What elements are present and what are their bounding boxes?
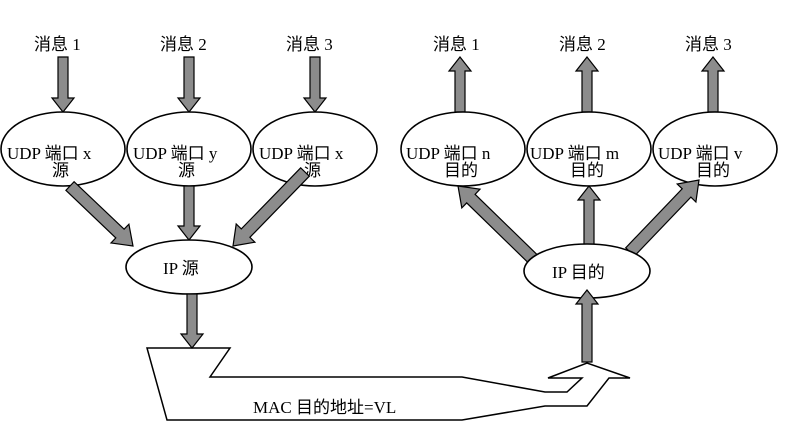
ip-dest-label: IP 目的 xyxy=(552,263,605,282)
dest-udp-port-1-line2: 目的 xyxy=(444,161,478,180)
dest-udp-port-3-line2: 目的 xyxy=(696,161,730,180)
dest-message-3-label: 消息 3 xyxy=(685,35,732,54)
source-udp-port-1-line2: 源 xyxy=(52,161,69,180)
source-down-arrow-icon-3 xyxy=(302,56,328,113)
source-message-3-label: 消息 3 xyxy=(286,35,333,54)
dest-up-arrow-icon-1 xyxy=(447,56,473,113)
source-converge-arrow-icon-2 xyxy=(176,185,202,241)
dest-message-2-label: 消息 2 xyxy=(559,35,606,54)
ip-to-mac-arrow-icon xyxy=(179,293,205,349)
source-udp-port-2-line1: UDP 端口 y xyxy=(133,144,218,163)
source-down-arrow-icon-1 xyxy=(50,56,76,113)
mac-virtual-link-shape xyxy=(146,347,631,421)
dest-up-arrow-icon-3 xyxy=(700,56,726,113)
dest-diverge-arrow-icon-1 xyxy=(457,185,540,266)
source-converge-arrow-icon-3 xyxy=(232,166,311,247)
ip-source-label: IP 源 xyxy=(163,259,199,278)
source-down-arrow-icon-2 xyxy=(176,56,202,113)
source-udp-port-2-line2: 源 xyxy=(178,161,195,180)
dest-up-arrow-icon-2 xyxy=(574,56,600,113)
ip-dest-node: IP 目的 xyxy=(523,243,651,299)
dest-udp-port-1: UDP 端口 n 目的 xyxy=(400,111,526,187)
dest-diverge-arrow-icon-3 xyxy=(624,179,700,258)
source-message-2-label: 消息 2 xyxy=(160,35,207,54)
source-udp-port-1: UDP 端口 x 源 xyxy=(0,111,126,187)
ip-source-node: IP 源 xyxy=(125,239,253,295)
dest-udp-port-1-line1: UDP 端口 n xyxy=(406,144,491,163)
source-udp-port-1-line1: UDP 端口 x xyxy=(7,144,92,163)
dest-udp-port-3: UDP 端口 v 目的 xyxy=(652,111,778,187)
dest-udp-port-3-line1: UDP 端口 v xyxy=(658,144,743,163)
source-udp-port-2: UDP 端口 y 源 xyxy=(126,111,252,187)
dest-udp-port-2-line1: UDP 端口 m xyxy=(530,144,619,163)
source-udp-port-3-line1: UDP 端口 x xyxy=(259,144,344,163)
dest-message-1-label: 消息 1 xyxy=(433,35,480,54)
source-udp-port-3: UDP 端口 x 源 xyxy=(252,111,378,187)
source-converge-arrow-icon-1 xyxy=(65,180,134,247)
mac-dest-address-label: MAC 目的地址=VL xyxy=(253,398,396,417)
mac-to-ip-arrow-icon xyxy=(574,289,600,363)
dest-udp-port-2-line2: 目的 xyxy=(570,161,604,180)
source-message-1-label: 消息 1 xyxy=(34,35,81,54)
dest-udp-port-2: UDP 端口 m 目的 xyxy=(526,111,652,187)
